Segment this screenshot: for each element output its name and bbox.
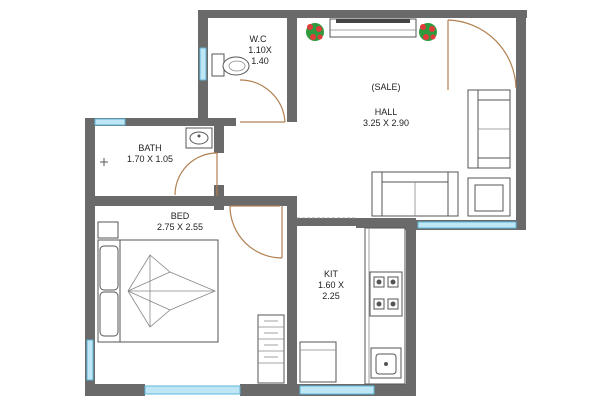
bed-icon [97,239,219,343]
window-bath [94,118,126,126]
armchair-icon [467,177,511,217]
kit-size-line1: 1.60 X [318,280,344,290]
wc-size-line1: 1.10X [248,45,272,55]
wc-size-line2: 1.40 [251,56,269,66]
doors [174,19,517,259]
plant-icon [306,23,324,41]
washbasin-icon [185,127,213,149]
sofa-icon [371,171,459,217]
fridge [299,341,337,383]
window-bed-bottom [144,385,241,395]
hall-note: (SALE) [371,82,400,92]
kit-name: KIT [324,269,339,279]
toilet-icon [211,53,250,77]
room-label-bed: BED 2.75 X 2.55 [157,211,203,232]
shower-icon [100,158,108,166]
wc-name: W.C [250,34,267,44]
room-label-bath: BATH 1.70 X 1.05 [127,143,173,164]
sofa-icon [467,89,511,169]
bed-name: BED [171,211,190,221]
stove-icon [369,271,403,317]
room-label-wc: W.C 1.10X 1.40 [248,34,272,66]
window-wc [199,47,207,81]
hall-size: 3.25 X 2.90 [363,118,409,128]
room-label-kit: KIT 1.60 X 2.25 [318,269,344,301]
bed-size: 2.75 X 2.55 [157,222,203,232]
bath-size: 1.70 X 1.05 [127,154,173,164]
room-label-hall: (SALE) HALL 3.25 X 2.90 [363,82,409,128]
tv-unit [329,18,417,38]
windows [86,47,517,395]
bath-name: BATH [138,143,161,153]
kit-size-line2: 2.25 [322,291,340,301]
plant-icon [419,23,437,41]
wardrobe-icon [257,314,285,384]
hall-name: HALL [375,107,398,117]
sink-icon [370,347,402,379]
side-table [97,221,119,239]
window-bed-left [86,339,94,381]
window-kit [299,385,375,395]
window-hall [417,221,517,229]
